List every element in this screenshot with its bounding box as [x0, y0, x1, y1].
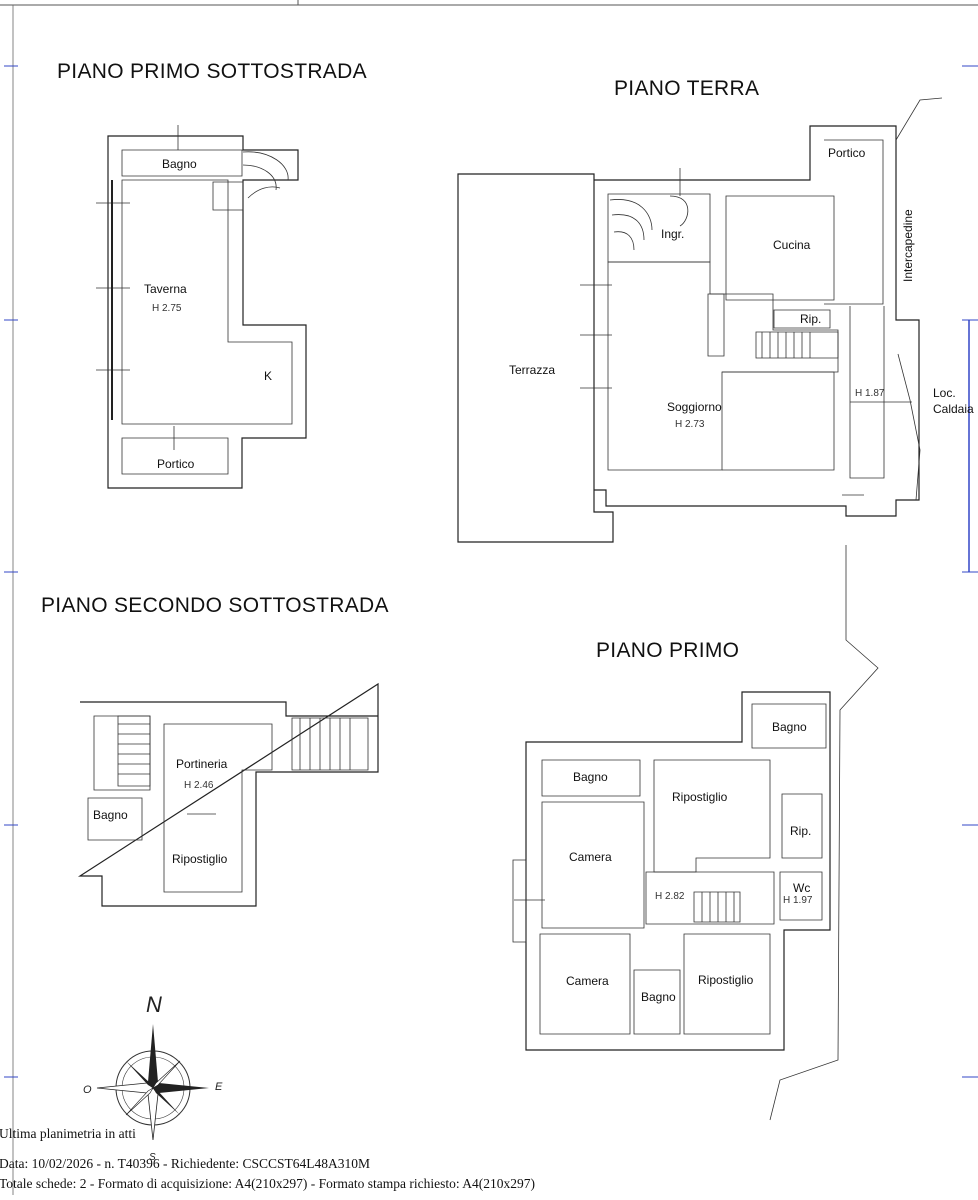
plan-piano-terra: PIANO TERRA Portico Intercapedine Ingr. …: [457, 77, 974, 543]
room-label: Ripostiglio: [698, 973, 754, 987]
room-label: Rip.: [790, 824, 811, 838]
title-piano-terra: PIANO TERRA: [614, 77, 759, 100]
room-label: Bagno: [93, 808, 128, 822]
room-label: Bagno: [162, 157, 197, 171]
compass-e: E: [215, 1081, 223, 1093]
room-label: Bagno: [641, 990, 676, 1004]
room-label: Terrazza: [509, 363, 555, 377]
room-label: Camera: [566, 974, 609, 988]
room-height: H 1.87: [855, 388, 885, 399]
title-piano-secondo-sottostrada: PIANO SECONDO SOTTOSTRADA: [41, 594, 389, 617]
room-height: H 1.97: [783, 895, 813, 906]
room-height: H 2.75: [152, 303, 182, 314]
room-label: Bagno: [573, 770, 608, 784]
room-label: Caldaia: [933, 402, 974, 416]
room-label: Taverna: [144, 282, 187, 296]
room-label: Soggiorno: [667, 400, 722, 414]
room-label: Portico: [828, 146, 866, 160]
room-label: Intercapedine: [901, 209, 915, 282]
room-label: Ripostiglio: [672, 790, 728, 804]
room-label: Wc: [793, 881, 810, 895]
room-label: Ingr.: [661, 227, 684, 241]
footer-line-1: Ultima planimetria in atti: [0, 1126, 136, 1141]
room-height: H 2.46: [184, 780, 214, 791]
frame-ticks: [4, 65, 978, 1078]
room-height: H 2.82: [655, 891, 685, 902]
room-label: K: [264, 369, 272, 383]
room-label: Cucina: [773, 238, 811, 252]
room-label: Bagno: [772, 720, 807, 734]
room-height: H 2.73: [675, 419, 705, 430]
room-label: Ripostiglio: [172, 852, 228, 866]
room-label: Camera: [569, 850, 612, 864]
plan-piano-secondo-sottostrada: PIANO SECONDO SOTTOSTRADA Portineria H 2…: [41, 594, 389, 907]
compass-n: N: [146, 992, 162, 1017]
plan-piano-primo-sottostrada: PIANO PRIMO SOTTOSTRADA Bagno Taverna H …: [57, 60, 367, 489]
compass-o: O: [83, 1084, 92, 1096]
room-label: Loc.: [933, 386, 956, 400]
compass-s: S: [149, 1152, 156, 1163]
title-piano-primo: PIANO PRIMO: [596, 639, 739, 662]
title-piano-primo-sottostrada: PIANO PRIMO SOTTOSTRADA: [57, 60, 367, 83]
compass-rose: N E O S: [83, 992, 223, 1163]
room-label: Rip.: [800, 312, 821, 326]
plan-piano-primo: PIANO PRIMO Bagno Bagno Ripostiglio Rip.…: [512, 545, 879, 1121]
footer-line-3: Totale schede: 2 - Formato di acquisizio…: [0, 1176, 535, 1191]
footer-line-2: Data: 10/02/2026 - n. T40396 - Richieden…: [0, 1156, 370, 1171]
room-label: Portico: [157, 457, 195, 471]
room-label: Portineria: [176, 757, 228, 771]
